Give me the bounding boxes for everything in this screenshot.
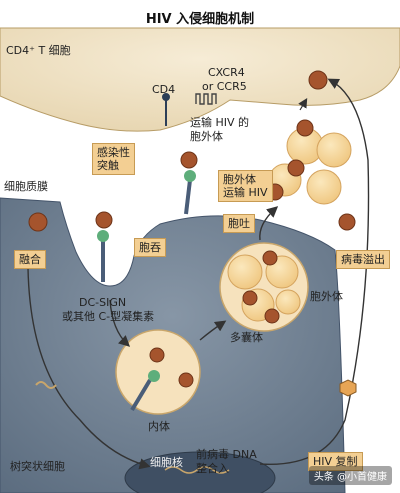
nucleus-label: 细胞核 (150, 456, 183, 469)
dc-sign-label-2: 或其他 C-型凝集素 (62, 310, 155, 323)
t-cell-body (0, 27, 400, 132)
exosome-transport-label-1: 运输 HIV 的 (190, 116, 250, 129)
cd4-label: CD4 (152, 83, 176, 96)
hiv-replication-tag: HIV 复制 (308, 452, 363, 471)
endosome-label: 内体 (148, 420, 170, 433)
infectious-synapse-label-1: 感染性 (97, 146, 130, 159)
exosome-carry-label-2: 运输 HIV (223, 186, 268, 199)
dc-sign-1 (97, 230, 109, 282)
cd4-receptor (162, 93, 170, 126)
dna-strand (164, 466, 230, 474)
dc-sign-label-1: DC-SIGN (79, 296, 127, 309)
watermark: 头条 @小首健康 (308, 466, 392, 485)
infectious-synapse-tag: 感染性 突触 (92, 143, 135, 175)
endocytosis-tag: 胞吞 (134, 238, 166, 257)
dendritic-cell-label: 树突状细胞 (10, 460, 65, 473)
coreceptor-label-1: CXCR4 (208, 66, 245, 79)
dc-sign-2 (184, 170, 196, 215)
coreceptor-label-2: or CCR5 (202, 80, 247, 93)
exosome-carry-tag: 胞外体 运输 HIV (218, 170, 273, 202)
virus-budding-tag: 病毒溢出 (336, 250, 390, 269)
infectious-synapse-label-2: 突触 (97, 159, 119, 172)
exocytosis-tag: 胞吐 (223, 214, 255, 233)
dc-sign-3 (130, 370, 160, 412)
exosome-label: 胞外体 (310, 290, 343, 303)
fusion-tag: 融合 (14, 250, 46, 269)
plasma-membrane-label: 细胞质膜 (4, 180, 48, 193)
nucleus-shape (124, 451, 276, 493)
provirus-label-1: 前病毒 DNA (196, 448, 257, 461)
t-cell-label: CD4⁺ T 细胞 (6, 44, 71, 57)
provirus-label-2: 整合入 (196, 462, 229, 475)
exosome-transport-label-2: 胞外体 (190, 130, 223, 143)
mvb-label: 多囊体 (230, 331, 263, 344)
exosome-carry-label-1: 胞外体 (223, 173, 256, 186)
coreceptor (195, 93, 217, 105)
page-title: HIV 入侵细胞机制 (145, 12, 255, 27)
